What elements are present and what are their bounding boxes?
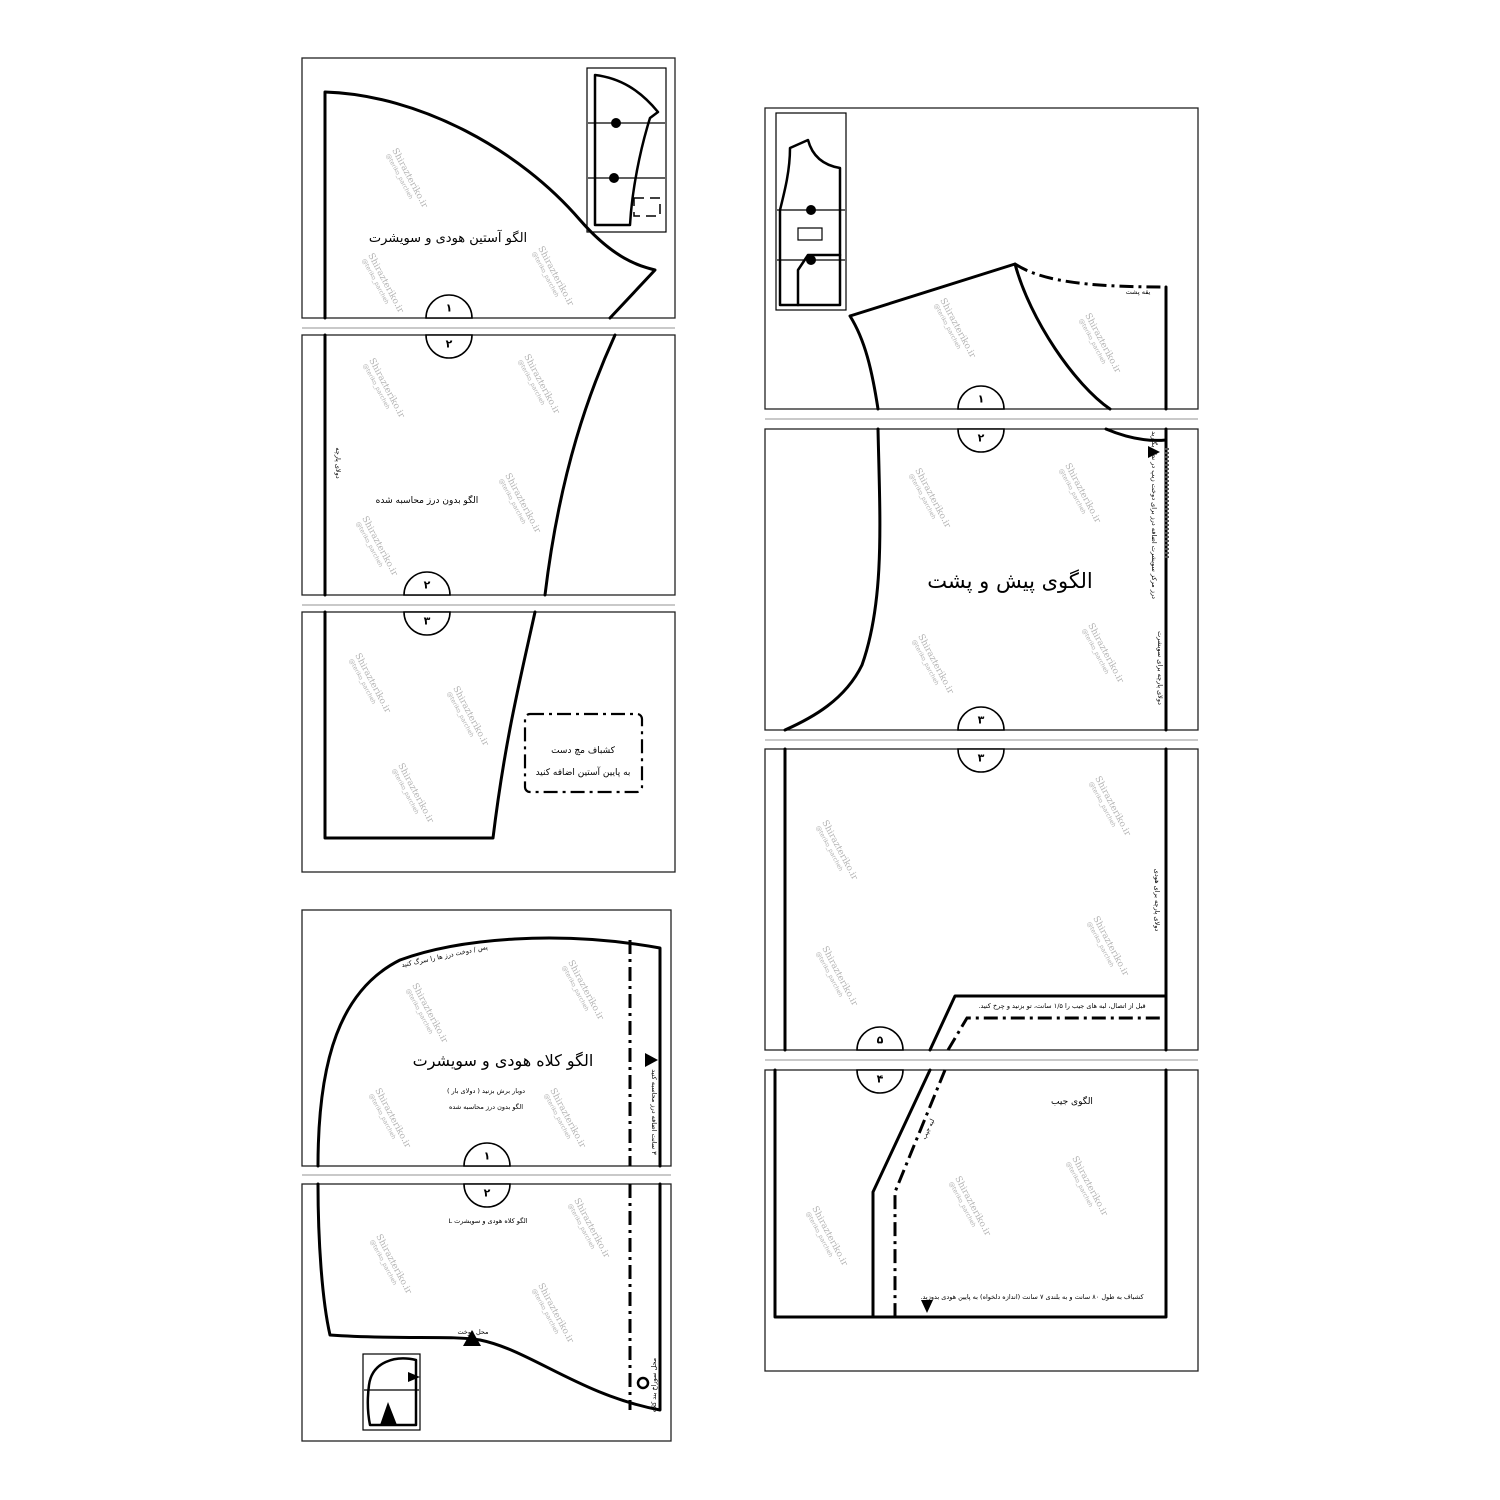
body-pocket-stitch: [946, 1016, 1166, 1051]
hood-side-note: ۳ سانت اضافه درز محاسبه کنید: [650, 1069, 658, 1155]
sleeve-mark-2-top: [425, 334, 473, 359]
sleeve-panel-3: [301, 611, 676, 873]
body-shoulder-outline: [848, 262, 1168, 411]
sleeve-thumbnail-frame: [586, 67, 667, 233]
hood-thumbnail-arrow: [380, 1402, 397, 1425]
sleeve-mark-3: [403, 611, 451, 636]
body-thumbnail-mark-2: [806, 255, 816, 265]
hood-eyelet: [636, 1376, 650, 1390]
sleeve-panel-2: [301, 334, 676, 596]
hood-title: الگو کلاه هودی و سویشرت: [413, 1051, 594, 1071]
body-mark-1: [957, 385, 1005, 410]
hood-pattern: ۱ ۲ الگو کلاه هودی و سویشرت دوبار برش بز…: [301, 909, 672, 1442]
sleeve-mark-2-top-label: ۲: [446, 338, 453, 351]
sleeve-title: الگو آستین هودی و سویشرت: [369, 229, 527, 246]
body-hem-arrow: [921, 1300, 933, 1313]
body-thumbnail-outline: [778, 138, 842, 307]
body-mark-5-label: ۵: [877, 1034, 884, 1047]
hood-thumbnail-outline: [366, 1357, 418, 1427]
body-mark-3-top: [957, 706, 1005, 731]
hood-subtitle-1: دوبار برش بزنید ( دولای بار ): [447, 1087, 525, 1095]
hood-thumbnail-frame: [362, 1353, 421, 1431]
sleeve-outline: [323, 90, 657, 840]
body-zip-note: درز مرکز سویشرت اضافه درز برای دوخت زیپ …: [1150, 431, 1158, 599]
hood-bottom-note: محل دوخت: [457, 1328, 488, 1336]
sleeve-thumbnail-cuff: [633, 197, 661, 217]
body-panel-4: [764, 1069, 1199, 1372]
sleeve-thumbnail-mark-2: [609, 173, 619, 183]
body-panel-2: [764, 428, 1199, 731]
sleeve-panel-1: [301, 57, 676, 319]
hood-l-label: الگو کلاه هودی و سویشرت L: [448, 1217, 527, 1225]
hood-eyelet-note: محل سوراخ بند کلاه: [650, 1358, 658, 1412]
body-mark-2: [957, 428, 1005, 453]
body-thumbnail-pocket: [796, 253, 842, 307]
sleeve-cuff-line-1: کشباف مچ دست: [551, 746, 616, 756]
sleeve-mark-3-label: ۳: [424, 615, 431, 628]
body-fold-hoodie-label: دولای پارچه برای هودی: [1153, 869, 1161, 932]
sleeve-mark-1: [425, 294, 473, 319]
body-pocket-title: الگوی جیب: [1051, 1095, 1093, 1107]
body-back-neck-line: [1014, 262, 1167, 289]
body-front-neck: [1104, 427, 1168, 442]
body-thumbnail-frame: [775, 112, 847, 311]
sleeve-mark-2-bottom-label: ۲: [424, 579, 431, 592]
hood-mark-2-label: ۲: [484, 1187, 491, 1200]
body-pocket-outline: [773, 1068, 1168, 1319]
hood-outline: [316, 936, 662, 1412]
body-armhole: [783, 427, 882, 732]
sleeve-mark-2-bottom: [403, 571, 451, 596]
body-pocket-top: [928, 994, 1168, 1052]
hood-mark-1: [463, 1142, 511, 1167]
body-back-neck-label: یقه پشت: [1126, 288, 1151, 296]
body-mark-3-bottom: [957, 748, 1005, 773]
body-hem-note: کشباف به طول ۸۰ سانت و به بلندی ۷ سانت (…: [920, 1293, 1144, 1301]
hood-panel-1: [301, 909, 672, 1167]
sleeve-mark-1-label: ۱: [446, 302, 453, 315]
sleeve-cuff-line-2: به پایین آستین اضافه کنید: [536, 766, 631, 778]
body-fold-front-label: دولای پارچه برای سویشرت: [1156, 631, 1164, 705]
body-mark-2-label: ۲: [978, 432, 985, 445]
body-grain-arrow: [1148, 446, 1160, 458]
hood-grain-arrow: [645, 1053, 658, 1067]
body-thumbnail-label-box: [797, 227, 823, 241]
body-mark-4: [856, 1069, 904, 1094]
body-pattern: یقه پشت الگوی پیش و پشت درز مرکز سویشرت …: [764, 107, 1199, 1372]
sleeve-no-seam-note: الگو بدون درز محاسبه شده: [376, 494, 479, 506]
body-pocket-note: قبل از اتصال، لبه های جیب را ۱/۵ سانت، ت…: [978, 1002, 1145, 1010]
sleeve-cuff-box: [523, 712, 644, 794]
body-mark-4-label: ۴: [877, 1073, 884, 1086]
body-mark-1-label: ۱: [978, 393, 985, 406]
body-mark-5: [856, 1026, 904, 1051]
sleeve-pattern: ۱ ۲ ۲ ۳ الگو آستین هودی و سویشرت الگو بد…: [301, 57, 676, 873]
body-title: الگوی پیش و پشت: [927, 569, 1092, 593]
hood-notch-arrow: [463, 1330, 481, 1346]
hood-mark-2: [463, 1183, 511, 1208]
hood-thumbnail-arrow-2: [408, 1372, 420, 1382]
sleeve-fold-label: دولای پارچه: [334, 447, 342, 478]
hood-subtitle-2: الگو بدون درز محاسبه شده: [449, 1103, 523, 1111]
body-mark-3-bottom-label: ۳: [978, 752, 985, 765]
body-mark-3-top-label: ۳: [978, 714, 985, 727]
body-panel-3: [764, 748, 1199, 1051]
body-thumbnail-mark-1: [806, 205, 816, 215]
body-panel-1: [764, 107, 1199, 410]
body-lower-sides: [783, 747, 1168, 1052]
hood-mark-1-label: ۱: [484, 1150, 491, 1163]
sleeve-thumbnail-mark-1: [611, 118, 621, 128]
